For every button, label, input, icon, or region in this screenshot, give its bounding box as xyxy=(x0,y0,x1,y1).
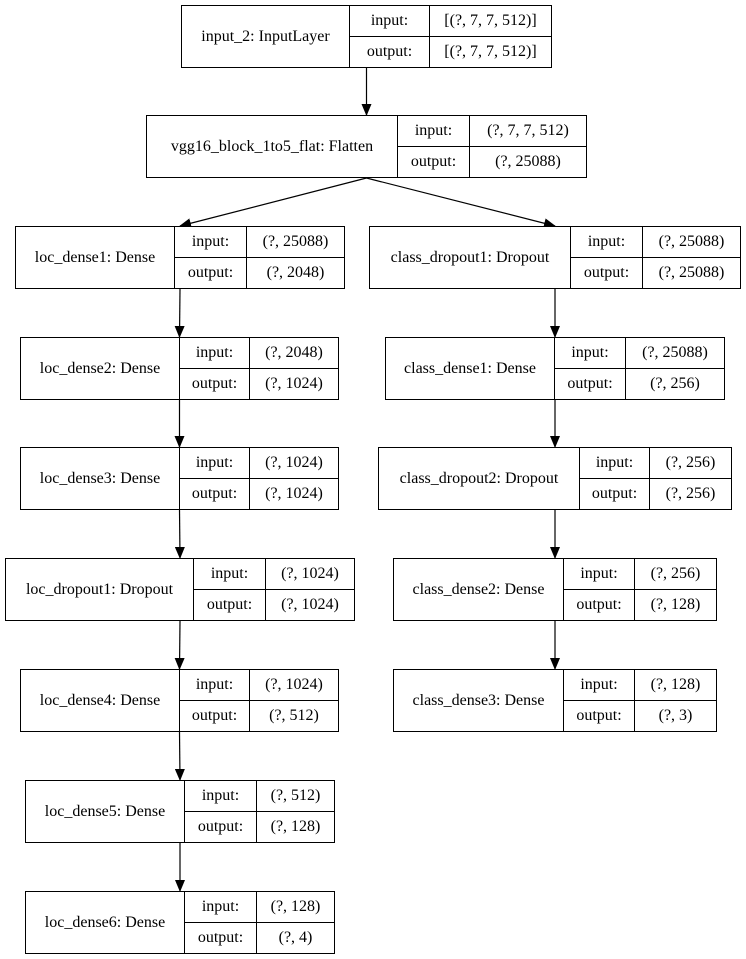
layer-name: loc_dense2: Dense xyxy=(21,338,180,399)
layer-name: loc_dense3: Dense xyxy=(21,448,180,509)
output-shape: (?, 256) xyxy=(665,485,716,502)
layer-name: loc_dense5: Dense xyxy=(26,781,185,842)
node-loc-dense4: loc_dense4: Dense input: (?, 1024) outpu… xyxy=(20,669,339,732)
node-loc-dense5: loc_dense5: Dense input: (?, 512) output… xyxy=(25,780,335,843)
input-label: input: xyxy=(564,559,635,590)
output-label: output: xyxy=(185,923,257,953)
node-class-dense3: class_dense3: Dense input: (?, 128) outp… xyxy=(393,669,717,732)
layer-name: loc_dense1: Dense xyxy=(16,227,175,288)
input-shape: (?, 128) xyxy=(257,892,334,923)
input-shape: (?, 1024) xyxy=(250,448,338,479)
input-label: input: xyxy=(564,670,635,701)
input-label: input: xyxy=(175,227,247,258)
input-label: input: xyxy=(571,227,643,258)
node-class-dense2: class_dense2: Dense input: (?, 256) outp… xyxy=(393,558,717,621)
node-loc-dense2: loc_dense2: Dense input: (?, 2048) outpu… xyxy=(20,337,339,400)
layer-name: loc_dense4: Dense xyxy=(21,670,180,731)
input-label: input: xyxy=(180,338,250,369)
output-label: output: xyxy=(580,479,650,509)
input-shape: (?, 25088) xyxy=(643,227,740,258)
input-shape: (?, 25088) xyxy=(626,338,724,369)
output-label: output: xyxy=(555,369,626,399)
input-label: input: xyxy=(580,448,650,479)
output-shape: (?, 25088) xyxy=(495,153,561,170)
output-shape: (?, 512) xyxy=(269,707,319,724)
edge-loc_dropout1-to-loc_dense4 xyxy=(174,620,185,670)
output-shape: (?, 128) xyxy=(650,596,701,613)
output-label: output: xyxy=(180,701,250,731)
output-shape: (?, 1024) xyxy=(265,485,323,502)
input-shape: (?, 2048) xyxy=(250,338,338,369)
input-label: input: xyxy=(185,781,257,812)
output-shape: (?, 3) xyxy=(658,707,693,724)
input-label: input: xyxy=(398,116,470,147)
output-label: output: xyxy=(175,258,247,288)
input-label: input: xyxy=(194,559,266,590)
node-loc-dropout1: loc_dropout1: Dropout input: (?, 1024) o… xyxy=(5,558,355,621)
node-class-dense1: class_dense1: Dense input: (?, 25088) ou… xyxy=(385,337,725,400)
layer-name: input_2: InputLayer xyxy=(182,6,350,67)
output-label: output: xyxy=(564,701,635,731)
output-shape: (?, 4) xyxy=(278,929,313,946)
output-label: output: xyxy=(180,479,250,509)
output-label: output: xyxy=(194,590,266,620)
input-label: input: xyxy=(185,892,257,923)
input-shape: (?, 256) xyxy=(635,559,716,590)
output-shape: (?, 256) xyxy=(650,375,700,392)
edge-loc_dense1-to-loc_dense2 xyxy=(174,288,185,338)
edge-vgg16_block_1to5_flat-to-loc_dense1 xyxy=(179,177,367,229)
layer-name: class_dropout2: Dropout xyxy=(379,448,580,509)
output-shape: (?, 1024) xyxy=(265,375,323,392)
input-shape: (?, 7, 7, 512) xyxy=(470,116,586,147)
input-label: input: xyxy=(350,6,430,37)
output-label: output: xyxy=(571,258,643,288)
input-label: input: xyxy=(180,670,250,701)
output-label: output: xyxy=(350,37,430,67)
output-label: output: xyxy=(185,812,257,842)
input-shape: (?, 1024) xyxy=(250,670,338,701)
output-shape: (?, 128) xyxy=(270,818,321,835)
node-loc-dense6: loc_dense6: Dense input: (?, 128) output… xyxy=(25,891,335,954)
output-shape: (?, 2048) xyxy=(266,264,325,281)
layer-name: vgg16_block_1to5_flat: Flatten xyxy=(147,116,398,177)
output-label: output: xyxy=(398,147,470,177)
node-input-2: input_2: InputLayer input: [(?, 7, 7, 51… xyxy=(181,5,552,68)
input-shape: (?, 512) xyxy=(257,781,334,812)
input-label: input: xyxy=(555,338,626,369)
node-loc-dense3: loc_dense3: Dense input: (?, 1024) outpu… xyxy=(20,447,339,510)
node-vgg16-block-1to5-flat: vgg16_block_1to5_flat: Flatten input: (?… xyxy=(146,115,587,178)
output-shape: (?, 1024) xyxy=(281,596,339,613)
input-shape: [(?, 7, 7, 512)] xyxy=(430,6,551,37)
input-shape: (?, 256) xyxy=(650,448,731,479)
layer-name: loc_dense6: Dense xyxy=(26,892,185,953)
layer-name: class_dense1: Dense xyxy=(386,338,555,399)
input-shape: (?, 1024) xyxy=(266,559,354,590)
layer-name: loc_dropout1: Dropout xyxy=(6,559,194,620)
node-class-dropout2: class_dropout2: Dropout input: (?, 256) … xyxy=(378,447,732,510)
edge-vgg16_block_1to5_flat-to-class_dropout1 xyxy=(366,177,556,229)
edge-loc_dense4-to-loc_dense5 xyxy=(174,731,185,781)
input-shape: (?, 128) xyxy=(635,670,716,701)
input-shape: (?, 25088) xyxy=(247,227,344,258)
edge-loc_dense3-to-loc_dropout1 xyxy=(174,509,185,559)
output-label: output: xyxy=(180,369,250,399)
output-shape: [(?, 7, 7, 512)] xyxy=(444,43,537,60)
output-label: output: xyxy=(564,590,635,620)
node-class-dropout1: class_dropout1: Dropout input: (?, 25088… xyxy=(369,226,741,289)
layer-name: class_dense3: Dense xyxy=(394,670,564,731)
node-loc-dense1: loc_dense1: Dense input: (?, 25088) outp… xyxy=(15,226,345,289)
output-shape: (?, 25088) xyxy=(658,264,725,281)
layer-name: class_dropout1: Dropout xyxy=(370,227,571,288)
layer-name: class_dense2: Dense xyxy=(394,559,564,620)
input-label: input: xyxy=(180,448,250,479)
